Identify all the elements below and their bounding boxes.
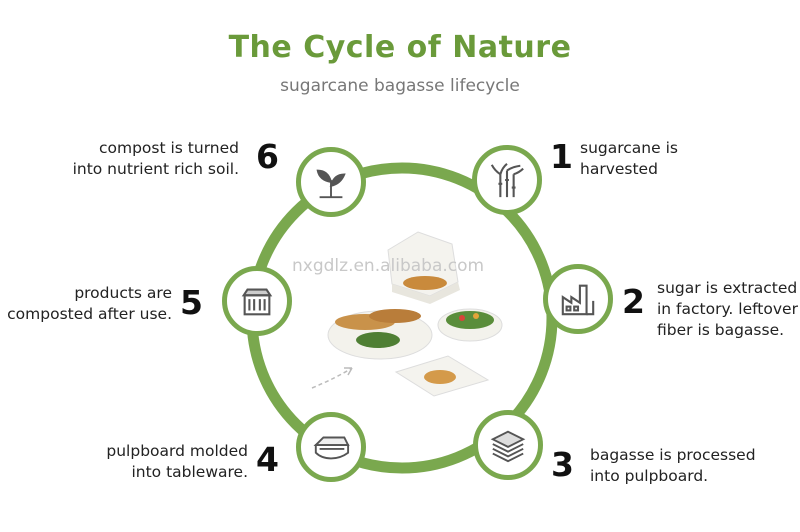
- sprout-icon: [316, 169, 346, 199]
- bowl-illustration: [437, 308, 503, 342]
- plate-illustration: [327, 309, 433, 360]
- step-4-number: 4: [256, 440, 279, 479]
- step-6-label: compost is turned into nutrient rich soi…: [72, 139, 239, 178]
- step-3-node: [473, 410, 543, 480]
- step-2-node: [543, 264, 613, 334]
- step-4-node: [296, 412, 366, 482]
- step-5-label: products are composted after use.: [7, 284, 172, 323]
- clamshell-container-illustration: [387, 231, 460, 304]
- step-5-number: 5: [180, 283, 203, 322]
- square-plate-illustration: [394, 355, 490, 397]
- page-title: The Cycle of Nature: [228, 30, 572, 65]
- step-5-node: [222, 266, 292, 336]
- step-2-number: 2: [622, 282, 645, 321]
- step-1-node: [472, 145, 542, 215]
- step-1-label: sugarcane is harvested: [580, 139, 678, 178]
- step-6-number: 6: [256, 137, 279, 176]
- step-4-label: pulpboard molded into tableware.: [106, 442, 248, 481]
- watermark: nxgdlz.en.alibaba.com: [292, 256, 485, 276]
- compost-bin-icon: [241, 288, 273, 316]
- factory-icon: [561, 284, 595, 316]
- page-subtitle: sugarcane bagasse lifecycle: [280, 76, 520, 96]
- step-3-label: bagasse is processed into pulpboard.: [590, 446, 756, 485]
- step-3-number: 3: [551, 445, 574, 484]
- step-2-label: sugar is extracted in factory. leftover …: [657, 279, 798, 339]
- step-1-number: 1: [550, 137, 573, 176]
- clamshell-box-icon: [313, 436, 350, 460]
- sugarcane-icon: [490, 163, 524, 198]
- pulpboard-stack-icon: [490, 430, 526, 463]
- step-6-node: [296, 147, 366, 217]
